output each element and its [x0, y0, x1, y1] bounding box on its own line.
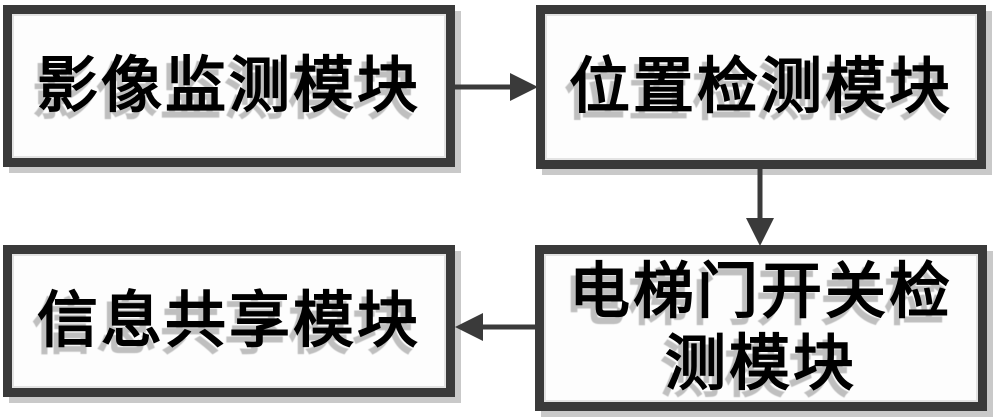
arrow-position-to-door-icon [746, 169, 774, 246]
arrow-door-to-info-icon [455, 313, 535, 341]
node-position-detect: 位置检测模块 [536, 5, 986, 169]
node-door-switch-detect: 电梯门开关检 测模块 [535, 245, 987, 411]
node-info-share: 信息共享模块 [3, 245, 455, 397]
node-position-detect-label: 位置检测模块 [568, 51, 953, 123]
arrow-video-to-position-icon [455, 73, 538, 101]
node-info-share-label: 信息共享模块 [36, 285, 421, 357]
node-video-monitor: 影像监测模块 [3, 5, 455, 167]
node-video-monitor-label: 影像监测模块 [36, 50, 421, 122]
node-door-switch-detect-label: 电梯门开关检 测模块 [568, 256, 953, 399]
